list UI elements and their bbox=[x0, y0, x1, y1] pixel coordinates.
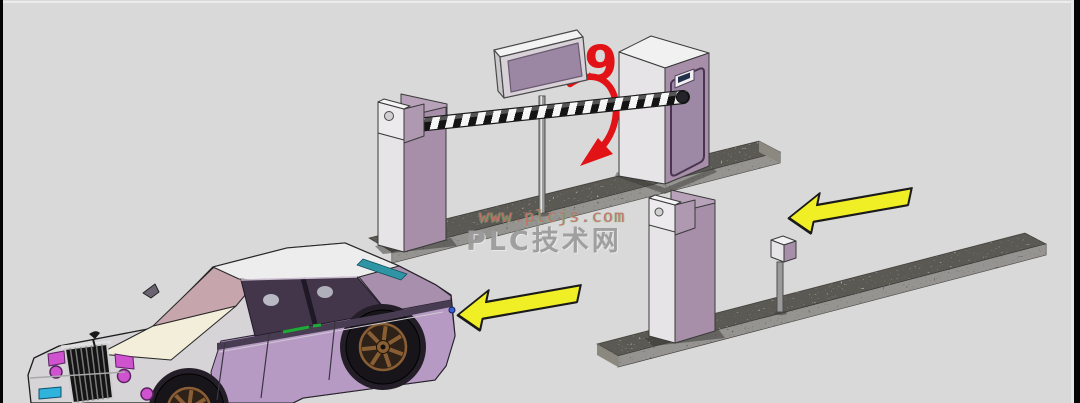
exit-island-end bbox=[597, 344, 618, 367]
parking-barrier-scene: 9 bbox=[27, 29, 1048, 403]
car-green-trim-1 bbox=[282, 325, 310, 334]
exit-prong-hole bbox=[654, 207, 664, 217]
car-beltline-stripe bbox=[217, 300, 451, 350]
frame-right-line bbox=[1071, 0, 1074, 403]
entry-prong-top bbox=[377, 98, 411, 110]
exit-prong-top bbox=[648, 194, 682, 206]
car-tail-seams bbox=[434, 284, 452, 381]
luxury-car bbox=[27, 242, 456, 403]
sensor-pole bbox=[776, 261, 784, 313]
entry-island-front-texture bbox=[392, 152, 780, 263]
car-taillight bbox=[448, 306, 456, 314]
car-grille-chrome bbox=[60, 340, 112, 349]
rotation-arrow-head bbox=[580, 138, 613, 166]
car-rear-wheel-spokes bbox=[361, 325, 404, 368]
sensor-head-front bbox=[783, 240, 797, 263]
barrier-arm-end-cap bbox=[675, 90, 689, 104]
car-foglight bbox=[140, 387, 154, 401]
car-headlight-left bbox=[47, 350, 66, 367]
car-window-trim bbox=[240, 276, 358, 281]
direction-arrow-right bbox=[783, 175, 916, 240]
entry-post-front-prong bbox=[377, 98, 425, 144]
car-green-trim-2 bbox=[312, 323, 322, 328]
entry-prong-front bbox=[403, 103, 425, 144]
barrier-post-exit bbox=[648, 189, 716, 344]
car-license-plate bbox=[38, 386, 62, 400]
car-rear-glass-streak bbox=[356, 258, 408, 281]
kiosk-side-face bbox=[618, 51, 666, 185]
entry-prong-hole bbox=[384, 111, 394, 121]
car-seat-headrest-front bbox=[263, 294, 279, 306]
car-beltline-trim bbox=[218, 311, 444, 353]
car-door-seams bbox=[216, 321, 336, 401]
step-number: 9 bbox=[584, 36, 617, 92]
entry-island-end bbox=[759, 141, 780, 163]
kiosk-shadow bbox=[615, 168, 717, 194]
rotation-step-annotation: 9 bbox=[566, 36, 620, 166]
exit-prong-front bbox=[674, 199, 696, 236]
exit-island-front-texture bbox=[618, 244, 1046, 367]
barrier-arm-highlight bbox=[394, 90, 687, 126]
display-sign bbox=[493, 29, 588, 99]
car-hood-ornament-stem bbox=[92, 338, 96, 348]
direction-arrow-left bbox=[452, 272, 585, 337]
car-front-wheel bbox=[154, 373, 224, 403]
car-b-pillar bbox=[300, 277, 318, 325]
car-bumper-line bbox=[29, 371, 126, 379]
exit-post-front-face bbox=[674, 202, 716, 344]
frame-top-line bbox=[3, 1, 1074, 3]
control-kiosk bbox=[618, 35, 710, 185]
car-hood-ornament bbox=[89, 331, 100, 339]
car-seat-headrest-rear bbox=[317, 286, 333, 298]
car-rear-wheel bbox=[345, 309, 421, 385]
car-front-fascia bbox=[29, 331, 154, 403]
kiosk-reader-slot bbox=[678, 72, 690, 83]
car-headlight-right bbox=[114, 353, 135, 370]
entry-post-front-face bbox=[403, 106, 447, 253]
sign-screen bbox=[507, 42, 583, 93]
sign-pole bbox=[538, 95, 546, 214]
ticket-sensor-post bbox=[770, 235, 797, 313]
car-roundlight-left bbox=[49, 365, 63, 379]
car-mirror bbox=[142, 283, 160, 299]
